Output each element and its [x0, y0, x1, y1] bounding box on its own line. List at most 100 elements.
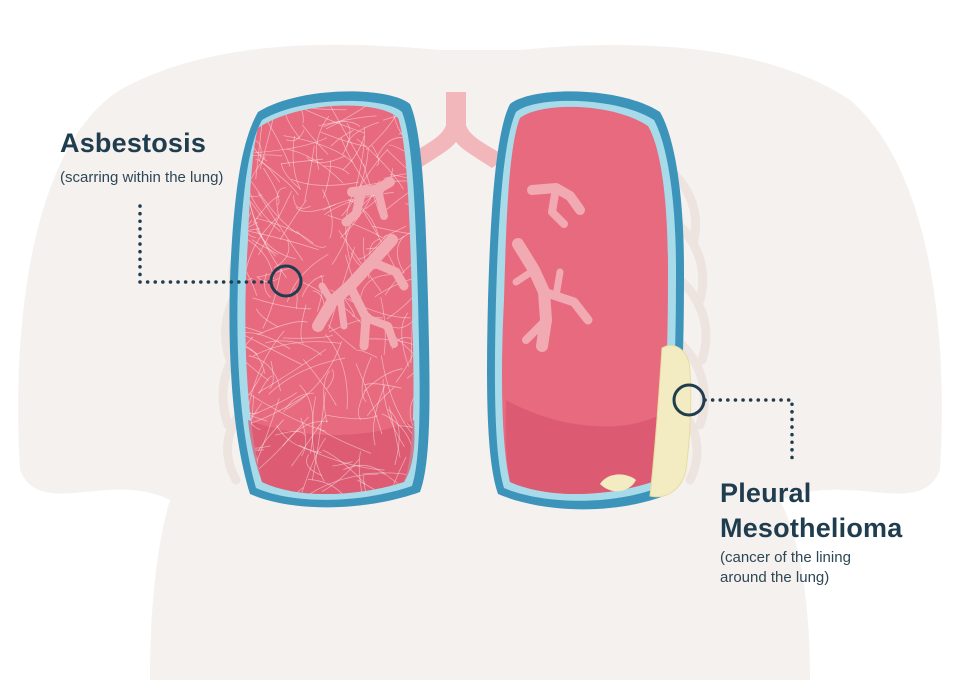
scar-fiber: [262, 266, 283, 329]
scar-fiber: [286, 148, 344, 184]
scar-fiber: [291, 414, 327, 467]
scar-fiber: [307, 478, 354, 495]
scar-fiber: [251, 181, 299, 235]
scar-fiber: [301, 124, 329, 155]
scar-fiber: [263, 167, 280, 206]
scar-fiber: [248, 355, 281, 392]
scar-fiber: [388, 409, 400, 466]
left-airway-tree: [312, 177, 409, 351]
right-lung: [487, 91, 692, 510]
scar-fiber: [401, 312, 409, 367]
scar-fiber: [341, 122, 351, 156]
scar-fiber: [323, 370, 330, 423]
scar-fiber: [254, 487, 304, 495]
scar-fiber: [324, 191, 394, 216]
scar-fiber: [245, 222, 258, 259]
scar-fiber: [258, 190, 293, 256]
scar-fiber: [316, 116, 330, 170]
scar-fiber: [276, 424, 322, 453]
scar-fiber: [325, 333, 348, 410]
scar-fiber: [256, 229, 296, 260]
asbestosis-callout: [138, 204, 303, 298]
scar-fiber: [245, 435, 271, 449]
scar-fiber: [257, 192, 304, 261]
scar-fiber: [362, 472, 414, 480]
scar-fiber: [254, 137, 328, 154]
scar-fiber: [258, 375, 273, 394]
scar-fiber: [323, 121, 361, 128]
scar-fiber: [326, 414, 378, 420]
scar-fiber: [354, 126, 365, 193]
scar-fiber: [357, 479, 412, 495]
scar-fiber: [293, 195, 311, 209]
scar-fiber: [330, 130, 354, 147]
scar-fiber: [323, 165, 350, 175]
scar-fiber: [268, 357, 346, 395]
scar-fiber: [245, 344, 266, 374]
scar-fiber: [252, 297, 312, 310]
scar-fiber: [383, 225, 407, 238]
scar-fiber: [347, 199, 379, 237]
scar-fiber: [325, 368, 334, 390]
scar-fiber: [245, 332, 291, 350]
scar-fiber: [245, 248, 258, 296]
scar-fiber: [245, 299, 258, 355]
scar-fiber: [248, 393, 326, 432]
scar-fiber: [320, 131, 368, 147]
scar-fiber: [306, 454, 323, 476]
left-lung: [229, 91, 430, 508]
scar-fiber: [252, 195, 280, 224]
pleural-tumor-base: [600, 474, 636, 492]
scar-fiber: [282, 420, 329, 447]
mesothelioma-subtitle: (cancer of the lining around the lung): [720, 548, 920, 588]
scar-fiber: [382, 379, 405, 448]
mesothelioma-title-line1: Pleural: [720, 478, 812, 508]
scar-fiber: [343, 464, 385, 475]
scar-fiber: [380, 355, 414, 437]
scar-fiber: [357, 148, 389, 191]
scar-fiber: [406, 341, 414, 379]
pleural-tumor: [649, 345, 692, 498]
scarring-texture: [245, 105, 414, 495]
trachea: [406, 92, 506, 168]
scar-fiber: [342, 135, 365, 171]
scar-fiber: [304, 145, 315, 202]
scar-fiber: [292, 135, 301, 191]
scar-fiber: [275, 431, 305, 436]
scar-fiber: [302, 358, 337, 406]
scar-fiber: [358, 451, 371, 495]
scar-fiber: [300, 417, 307, 457]
scar-fiber: [371, 144, 380, 167]
scar-fiber: [321, 458, 360, 492]
scar-fiber: [255, 308, 279, 328]
scar-fiber: [363, 475, 394, 495]
scar-fiber: [295, 203, 336, 212]
scar-fiber: [355, 363, 383, 435]
scar-fiber: [282, 335, 333, 339]
scar-fiber: [245, 225, 260, 232]
mesothelioma-callout: [672, 383, 794, 464]
scar-fiber: [296, 230, 327, 248]
scar-fiber: [311, 392, 326, 481]
scar-fiber: [372, 225, 414, 237]
scar-fiber: [364, 383, 402, 389]
scar-fiber: [285, 129, 305, 142]
scar-fiber: [356, 138, 404, 190]
scar-fiber: [255, 159, 281, 183]
scar-fiber: [298, 444, 385, 471]
scar-fiber: [276, 187, 287, 217]
scar-fiber: [251, 239, 279, 255]
scar-fiber: [390, 174, 414, 208]
scar-fiber: [261, 161, 299, 196]
scar-fiber: [363, 368, 403, 392]
scar-fiber: [388, 144, 414, 160]
mesothelioma-title-line2: Mesothelioma: [720, 513, 903, 543]
scar-fiber: [332, 461, 353, 467]
scar-fiber: [322, 449, 366, 485]
right-airway-tree: [512, 183, 593, 352]
asbestosis-leader-line: [138, 204, 272, 284]
scar-fiber: [255, 217, 314, 244]
scar-fiber: [299, 384, 314, 454]
asbestosis-circle-marker-icon: [269, 264, 303, 298]
